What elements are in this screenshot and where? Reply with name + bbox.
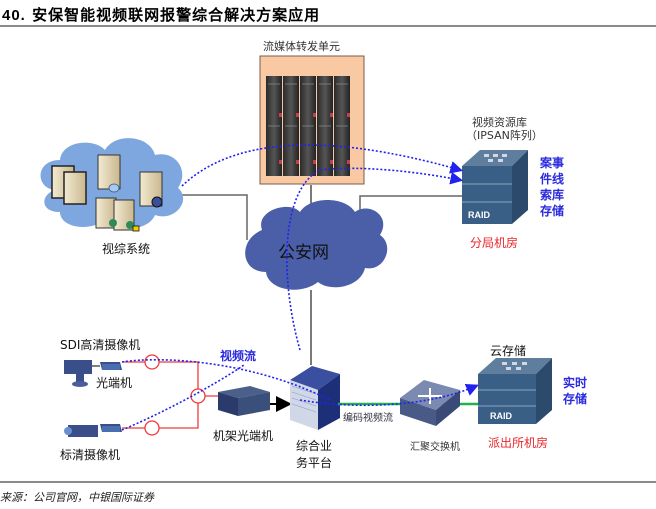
fiber-links [122,361,222,429]
encoded-stream-label: 编码视频流 [343,413,393,424]
realtime-storage-line: 实时 [563,376,588,390]
sd-camera-icon [64,425,98,437]
video-repository-label: 视频资源库 [472,116,527,129]
optical-terminal-label: 光端机 [96,376,133,390]
rack-optical-terminal-label: 机架光端机 [213,429,274,443]
footer-divider [0,481,656,483]
case-storage-line: 索库 [540,188,565,202]
fiber-node-icon [190,388,206,404]
streaming-unit-label: 流媒体转发单元 [263,40,340,53]
source-note: 来源：公司官网，中银国际证券 [0,491,154,504]
link-video-system-to-network [178,194,248,240]
fiber-node-icon [144,420,160,436]
rack-optical-terminal-icon [218,386,292,416]
figure-title: 40. 安保智能视频联网报警综合解决方案应用 [2,4,320,25]
aggregation-switch-label: 汇聚交换机 [410,442,460,453]
platform-server-icon [290,366,340,430]
video-stream-label: 视频流 [220,349,257,363]
case-storage-line: 存储 [540,204,565,218]
raid-label: RAID [490,411,512,421]
streaming-unit-icon [259,55,365,185]
police-network-cloud-icon: 公安网 [245,200,388,290]
cloud-storage-label: 云存储 [490,344,527,358]
video-flows [121,144,479,431]
platform-label-line: 综合业 [296,439,333,453]
realtime-storage-label: 实时 存储 [563,375,587,407]
video-repository-sublabel: （IPSAN阵列） [466,129,543,142]
switch-icon [400,380,460,426]
fiber-node-icons [144,354,206,436]
cloud-storage-icon: RAID [478,358,552,424]
video-system-icon [40,138,184,232]
figure-title-text: 安保智能视频联网报警综合解决方案应用 [32,6,321,24]
branch-room-label: 分局机房 [470,236,519,250]
raid-label: RAID [468,210,490,220]
integrated-platform-label: 综合业 务平台 [296,438,332,472]
police-network-label: 公安网 [278,243,329,263]
sdi-camera-icon [64,360,100,387]
sdi-camera-label: SDI高清摄像机 [60,338,141,352]
video-system-label: 视综系统 [102,242,151,256]
sd-camera-label: 标清摄像机 [60,448,121,462]
station-room-label: 派出所机房 [488,436,549,450]
title-divider [0,25,656,27]
realtime-storage-line: 存储 [563,392,588,406]
video-repository-icon: RAID [462,150,528,224]
fiber-node-icon [144,354,160,370]
case-storage-label: 案事 件线 索库 存储 [540,155,564,219]
case-storage-line: 件线 [540,172,565,186]
sd-optical-terminal-icon [100,424,122,432]
platform-label-line: 务平台 [296,456,333,470]
case-storage-line: 案事 [540,156,565,170]
figure-number: 40. [2,7,26,24]
optical-terminal-icon [100,362,122,370]
